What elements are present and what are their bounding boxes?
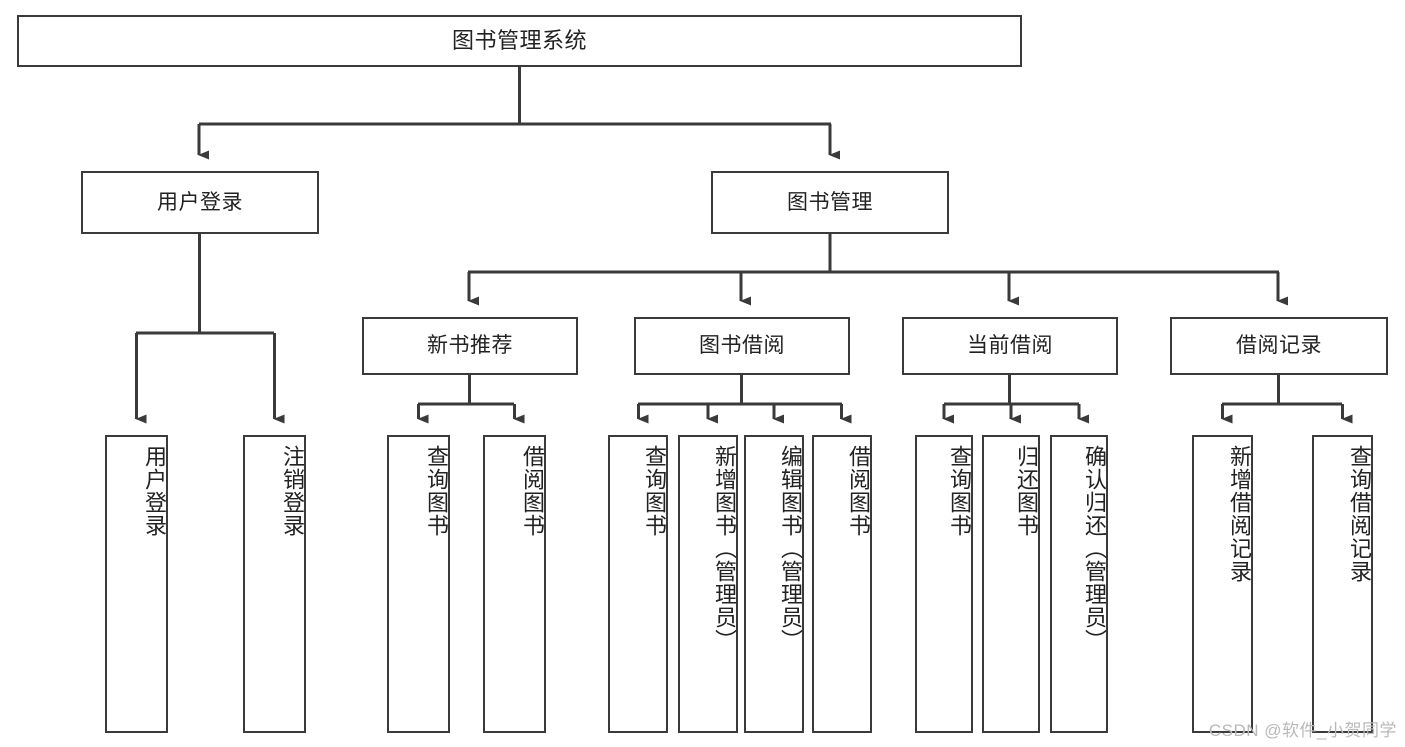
node-root-system[interactable]: 图书管理系统 bbox=[17, 15, 1022, 67]
node-label: 确认归还（管理员） bbox=[1082, 445, 1107, 652]
node-book-manage[interactable]: 图书管理 bbox=[711, 171, 949, 234]
node-label: 图书借阅 bbox=[699, 334, 785, 358]
node-label: 图书管理系统 bbox=[451, 27, 587, 53]
node-borrow-record[interactable]: 借阅记录 bbox=[1170, 317, 1388, 375]
node-book-borrow[interactable]: 图书借阅 bbox=[634, 317, 850, 375]
node-label: 图书管理 bbox=[787, 190, 873, 214]
node-label: 新增图书（管理员） bbox=[712, 445, 737, 652]
node-label: 用户登录 bbox=[157, 190, 243, 214]
node-leaf-add-book-admin[interactable]: 新增图书（管理员） bbox=[678, 435, 738, 733]
node-leaf-borrow-book-2[interactable]: 借阅图书 bbox=[812, 435, 872, 733]
node-label: 用户登录 bbox=[142, 445, 167, 537]
node-label: 归还图书 bbox=[1014, 445, 1039, 537]
node-new-book-recommend[interactable]: 新书推荐 bbox=[362, 317, 578, 375]
node-leaf-borrow-book-1[interactable]: 借阅图书 bbox=[483, 435, 546, 733]
node-leaf-query-book-3[interactable]: 查询图书 bbox=[915, 435, 973, 733]
node-label: 当前借阅 bbox=[967, 334, 1053, 358]
node-leaf-user-logout[interactable]: 注销登录 bbox=[243, 435, 306, 733]
node-label: 新增借阅记录 bbox=[1227, 445, 1252, 583]
node-label: 查询图书 bbox=[642, 445, 667, 537]
node-leaf-edit-book-admin[interactable]: 编辑图书（管理员） bbox=[744, 435, 804, 733]
node-label: 借阅图书 bbox=[520, 445, 545, 537]
node-label: 借阅图书 bbox=[846, 445, 871, 537]
node-label: 新书推荐 bbox=[427, 334, 513, 358]
node-label: 借阅记录 bbox=[1236, 334, 1322, 358]
node-user-login[interactable]: 用户登录 bbox=[81, 171, 319, 234]
watermark-text: CSDN @软件_小贺同学 bbox=[1208, 721, 1397, 740]
node-leaf-query-borrow-record[interactable]: 查询借阅记录 bbox=[1312, 435, 1373, 733]
node-leaf-add-borrow-record[interactable]: 新增借阅记录 bbox=[1192, 435, 1253, 733]
node-label: 查询借阅记录 bbox=[1347, 445, 1372, 583]
node-current-borrow[interactable]: 当前借阅 bbox=[902, 317, 1118, 375]
node-leaf-query-book-2[interactable]: 查询图书 bbox=[608, 435, 668, 733]
node-label: 查询图书 bbox=[947, 445, 972, 537]
node-leaf-user-login[interactable]: 用户登录 bbox=[105, 435, 168, 733]
node-leaf-return-book[interactable]: 归还图书 bbox=[982, 435, 1040, 733]
node-leaf-query-book-1[interactable]: 查询图书 bbox=[387, 435, 450, 733]
node-label: 编辑图书（管理员） bbox=[778, 445, 803, 652]
node-label: 查询图书 bbox=[424, 445, 449, 537]
node-leaf-confirm-return-admin[interactable]: 确认归还（管理员） bbox=[1050, 435, 1108, 733]
node-label: 注销登录 bbox=[280, 445, 305, 537]
